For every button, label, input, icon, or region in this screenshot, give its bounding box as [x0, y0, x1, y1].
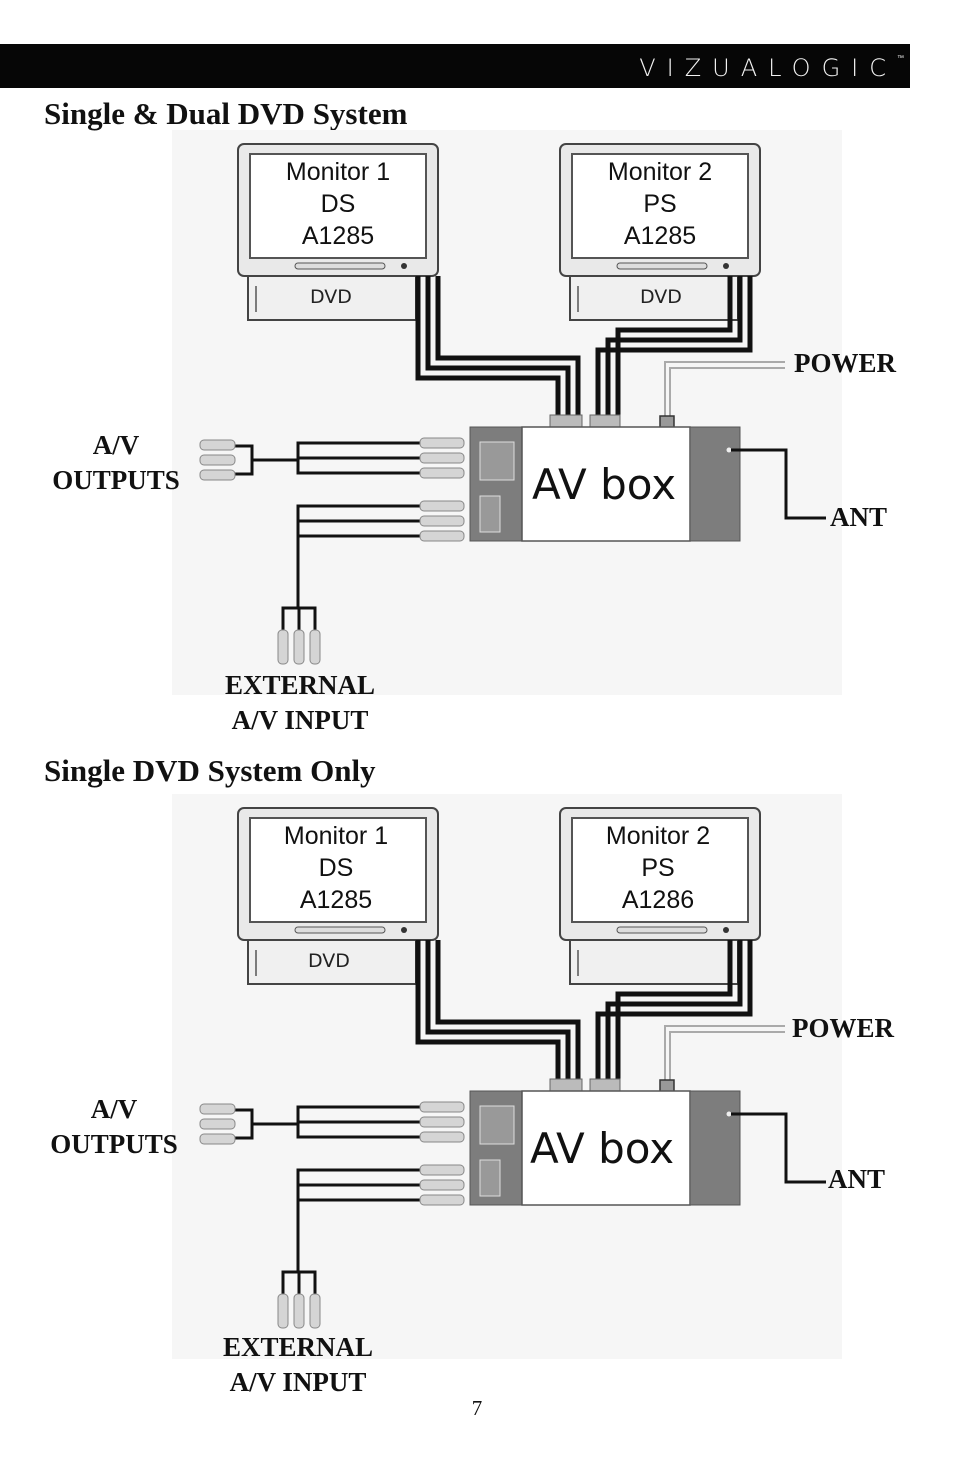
monitor-label: Monitor 2 — [607, 158, 713, 186]
monitor-model: A1285 — [623, 222, 697, 250]
antenna-cable — [731, 448, 826, 520]
brand-logo: VIZUALOGIC™ — [639, 54, 904, 82]
monitor-label: Monitor 1 — [283, 822, 389, 850]
monitor-2-dvd-label: DVD — [640, 286, 682, 308]
power-wire — [664, 361, 785, 420]
av-outputs-label: A/V OUTPUTS — [42, 1092, 186, 1162]
av-outputs-line-1: A/V — [92, 430, 140, 460]
monitor-position: DS — [318, 854, 354, 882]
monitor-1-screen-text: Monitor 1 DS A1285 — [253, 156, 423, 252]
external-input-line-1: EXTERNAL — [224, 670, 376, 700]
monitor-1-unit — [237, 807, 439, 985]
monitor-position: DS — [320, 190, 356, 218]
power-label: POWER — [794, 348, 897, 378]
monitor-position: PS — [643, 190, 677, 218]
monitor-2-unit — [559, 143, 761, 321]
monitor-1-cable — [415, 940, 581, 1079]
rca-plugs — [199, 1101, 465, 1329]
av-box-label: AV box — [532, 460, 677, 509]
monitor-label: Monitor 2 — [605, 822, 711, 850]
section-title-single: Single DVD System Only — [44, 753, 376, 788]
monitor-2-cable — [595, 276, 753, 415]
monitor-label: Monitor 1 — [285, 158, 391, 186]
rca-plugs — [199, 437, 465, 665]
wiring-diagram-single: Monitor 1 DS A1285 Monitor 2 PS A1286 DV… — [0, 794, 954, 1414]
monitor-position: PS — [641, 854, 675, 882]
av-outputs-line-2: OUTPUTS — [52, 465, 180, 495]
av-outputs-wiring — [235, 441, 420, 630]
av-box-unit — [469, 1078, 741, 1206]
power-wire — [664, 1025, 785, 1084]
monitor-1-cable — [415, 276, 581, 415]
external-input-label: EXTERNAL A/V INPUT — [200, 668, 400, 738]
diagram-graphic — [172, 794, 842, 1359]
monitor-1-unit — [237, 143, 439, 321]
monitor-1-screen-text: Monitor 1 DS A1285 — [251, 820, 421, 916]
external-input-line-2: A/V INPUT — [231, 705, 369, 735]
header-bar: VIZUALOGIC™ — [0, 44, 910, 88]
monitor-2-unit — [559, 807, 761, 985]
external-input-line-1: EXTERNAL — [222, 1332, 374, 1362]
monitor-2-screen-text: Monitor 2 PS A1285 — [575, 156, 745, 252]
external-input-line-2: A/V INPUT — [229, 1367, 367, 1397]
monitor-1-dvd-label: DVD — [308, 950, 350, 972]
monitor-2-screen-text: Monitor 2 PS A1286 — [573, 820, 743, 916]
monitor-model: A1285 — [299, 886, 373, 914]
external-input-label: EXTERNAL A/V INPUT — [198, 1330, 398, 1400]
diagram-graphic — [172, 130, 842, 695]
wiring-diagram-dual: Monitor 1 DS A1285 Monitor 2 PS A1285 DV… — [0, 130, 954, 750]
ant-label: ANT — [828, 1164, 886, 1194]
av-outputs-line-1: A/V — [90, 1094, 138, 1124]
power-label: POWER — [792, 1013, 895, 1043]
antenna-cable — [731, 1112, 826, 1184]
monitor-2-cable — [595, 940, 753, 1079]
av-box-unit — [469, 414, 741, 542]
monitor-1-dvd-label: DVD — [310, 286, 352, 308]
page-number: 7 — [471, 1396, 483, 1420]
monitor-model: A1286 — [621, 886, 695, 914]
ant-label: ANT — [830, 502, 888, 532]
monitor-model: A1285 — [301, 222, 375, 250]
av-outputs-label: A/V OUTPUTS — [44, 428, 188, 498]
section-title-dual: Single & Dual DVD System — [44, 96, 408, 131]
av-outputs-line-2: OUTPUTS — [50, 1129, 178, 1159]
av-box-label: AV box — [530, 1124, 675, 1173]
av-outputs-wiring — [235, 1105, 420, 1294]
